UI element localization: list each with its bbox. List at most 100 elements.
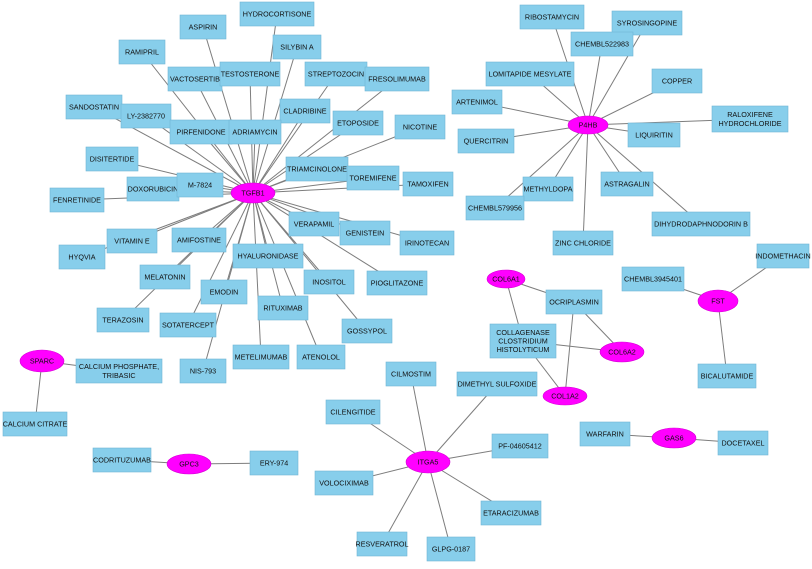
drug-node-amifostine[interactable]: AMIFOSTINE <box>171 227 227 253</box>
drug-node-indomethacin[interactable]: INDOMETHACIN <box>755 243 811 269</box>
gene-node-gas6[interactable]: GAS6 <box>651 427 697 449</box>
drug-node-vitamine[interactable]: VITAMIN E <box>106 228 158 254</box>
gene-node-gpc3[interactable]: GPC3 <box>166 453 212 475</box>
drug-node-fenretinide[interactable]: FENRETINIDE <box>49 187 105 213</box>
gene-node-itga5[interactable]: ITGA5 <box>405 450 451 474</box>
drug-node-genistein[interactable]: GENISTEIN <box>339 220 391 246</box>
drug-node-pioglitazone[interactable]: PIOGLITAZONE <box>366 270 428 296</box>
drug-node-ocriplasmin[interactable]: OCRIPLASMIN <box>545 289 603 315</box>
gene-node-sparc[interactable]: SPARC <box>19 349 65 373</box>
drug-node-copper[interactable]: COPPER <box>651 68 703 94</box>
drug-node-lomitapide[interactable]: LOMITAPIDE MESYLATE <box>485 61 575 87</box>
drug-node-nis793[interactable]: NIS-793 <box>179 358 227 384</box>
drug-label: HYALURONIDASE <box>238 252 299 261</box>
drug-node-pf04605412[interactable]: PF-04605412 <box>491 433 549 459</box>
gene-node-ellipse <box>542 386 588 406</box>
drug-node-fresolimumab[interactable]: FRESOLIMUMAB <box>364 66 430 92</box>
drug-node-ribostamycin[interactable]: RIBOSTAMYCIN <box>519 4 585 30</box>
drug-node-cladribine[interactable]: CLADRIBINE <box>279 98 331 124</box>
drug-label: SYROSINGOPINE <box>617 19 678 28</box>
drug-node-etaracizumab[interactable]: ETARACIZUMAB <box>480 500 542 526</box>
drug-node-astragalin[interactable]: ASTRAGALIN <box>600 171 654 197</box>
drug-node-rituximab[interactable]: RITUXIMAB <box>257 295 309 321</box>
drug-node-adriamycin[interactable]: ADRIAMYCIN <box>228 119 282 145</box>
drug-node-atenolol[interactable]: ATENOLOL <box>296 344 346 370</box>
drug-node-disitertide[interactable]: DISITERTIDE <box>85 146 139 172</box>
drug-node-docetaxel[interactable]: DOCETAXEL <box>717 430 769 456</box>
drug-node-dmso[interactable]: DIMETHYL SULFOXIDE <box>456 371 538 397</box>
drug-node-sandostatin[interactable]: SANDOSTATIN <box>65 94 123 120</box>
drug-node-warfarin[interactable]: WARFARIN <box>579 421 631 447</box>
drug-node-dihydrodaphnodorin[interactable]: DIHYDRODAPHNODORIN B <box>651 211 751 237</box>
drug-node-bicalutamide[interactable]: BICALUTAMIDE <box>697 363 757 389</box>
drug-node-chembl579956[interactable]: CHEMBL579956 <box>465 195 525 221</box>
drug-label: METELIMUMAB <box>235 353 288 362</box>
drug-node-calciumphosphate[interactable]: CALCIUM PHOSPHATE,TRIBASIC <box>75 358 163 384</box>
drug-label: INOSITOL <box>312 278 345 287</box>
drug-node-inositol[interactable]: INOSITOL <box>303 269 355 295</box>
gene-node-fst[interactable]: FST <box>697 289 739 313</box>
drug-node-hyaluronidase[interactable]: HYALURONIDASE <box>232 243 304 269</box>
gene-node-p4hb[interactable]: P4HB <box>567 115 609 135</box>
drug-node-doxorubicin[interactable]: DOXORUBICIN <box>126 176 180 202</box>
drug-node-m7824[interactable]: M-7824 <box>176 172 224 198</box>
drug-node-triamcinolone[interactable]: TRIAMCINOLONE <box>285 156 349 182</box>
drug-node-resveratrol[interactable]: RESVERATROL <box>356 531 409 557</box>
drug-node-volociximab[interactable]: VOLOCIXIMAB <box>314 470 374 496</box>
drug-node-zincchloride[interactable]: ZINC CHLORIDE <box>552 230 614 256</box>
drug-node-metelimumab[interactable]: METELIMUMAB <box>232 344 290 370</box>
drug-node-box <box>346 165 400 191</box>
drug-node-silybin[interactable]: SILYBIN A <box>272 34 322 60</box>
drug-node-chembl522983[interactable]: CHEMBL522983 <box>570 31 634 57</box>
drug-node-pirfenidone[interactable]: PIRFENIDONE <box>169 119 233 145</box>
gene-label: P4HB <box>579 121 598 130</box>
drug-node-irinotecan[interactable]: IRINOTECAN <box>399 230 455 256</box>
drug-node-hydrocortisone[interactable]: HYDROCORTISONE <box>239 1 315 27</box>
gene-node-ellipse <box>486 269 526 289</box>
drug-node-box <box>332 110 384 136</box>
drug-node-syrosingopine[interactable]: SYROSINGOPINE <box>611 10 683 36</box>
drug-node-melatonin[interactable]: MELATONIN <box>139 264 191 290</box>
drug-label: ETARACIZUMAB <box>483 509 539 518</box>
drug-node-ly2382770[interactable]: LY-2382770 <box>120 103 172 129</box>
drug-node-calciumcitrate[interactable]: CALCIUM CITRATE <box>2 411 68 437</box>
drug-label: CLOSTRIDIUM <box>498 337 548 346</box>
drug-node-etoposide[interactable]: ETOPOSIDE <box>332 110 384 136</box>
drug-node-ramipril[interactable]: RAMIPRIL <box>118 39 166 65</box>
drug-node-toremifene[interactable]: TOREMIFENE <box>346 165 400 191</box>
gene-node-col6a1[interactable]: COL6A1 <box>486 269 526 289</box>
drug-node-codrituzumab[interactable]: CODRITUZUMAB <box>92 447 152 473</box>
drug-label: CHEMBL522983 <box>575 40 629 49</box>
drug-node-aspirin[interactable]: ASPIRIN <box>179 14 227 40</box>
drug-label: HISTOLYTICUM <box>497 345 550 354</box>
drug-node-vactosertib[interactable]: VACTOSERTIB <box>167 66 223 92</box>
gene-node-tgfb1[interactable]: TGFB1 <box>230 182 276 204</box>
drug-node-artenimol[interactable]: ARTENIMOL <box>451 89 503 115</box>
drug-label: RALOXIFENE <box>727 110 773 119</box>
gene-node-col1a2[interactable]: COL1A2 <box>542 386 588 406</box>
drug-node-ery974[interactable]: ERY-974 <box>249 450 299 476</box>
drug-label: COLLAGENASE <box>496 328 550 337</box>
drug-node-liquiritin[interactable]: LIQUIRITIN <box>627 122 681 148</box>
drug-node-methyldopa[interactable]: METHYLDOPA <box>522 176 574 202</box>
drug-node-tamoxifen[interactable]: TAMOXIFEN <box>402 171 454 197</box>
drug-node-testosterone[interactable]: TESTOSTERONE <box>219 61 281 87</box>
drug-node-chembl3945401[interactable]: CHEMBL3945401 <box>621 266 685 292</box>
gene-node-col6a2[interactable]: COL6A2 <box>599 341 645 363</box>
drug-node-quercitrin[interactable]: QUERCITRIN <box>457 128 515 154</box>
drug-node-terazosin[interactable]: TERAZOSIN <box>96 307 150 333</box>
drug-node-emodin[interactable]: EMODIN <box>200 279 248 305</box>
drug-node-glpg0187[interactable]: GLPG-0187 <box>426 536 476 562</box>
drug-node-gossypol[interactable]: GOSSYPOL <box>341 318 393 344</box>
drug-node-cilmostim[interactable]: CILMOSTIM <box>385 361 437 387</box>
drug-node-nicotine[interactable]: NICOTINE <box>394 114 446 140</box>
drug-node-verapamil[interactable]: VERAPAMIL <box>288 211 340 237</box>
drug-node-cilengitide[interactable]: CILENGITIDE <box>325 399 381 425</box>
drug-node-sotatercept[interactable]: SOTATERCEPT <box>159 312 217 338</box>
drug-label: TERAZOSIN <box>102 316 143 325</box>
drug-node-streptozocin[interactable]: STREPTOZOCIN <box>304 61 368 87</box>
drug-node-box <box>96 307 150 333</box>
drug-node-hyqvia[interactable]: HYQVIA <box>58 244 106 270</box>
